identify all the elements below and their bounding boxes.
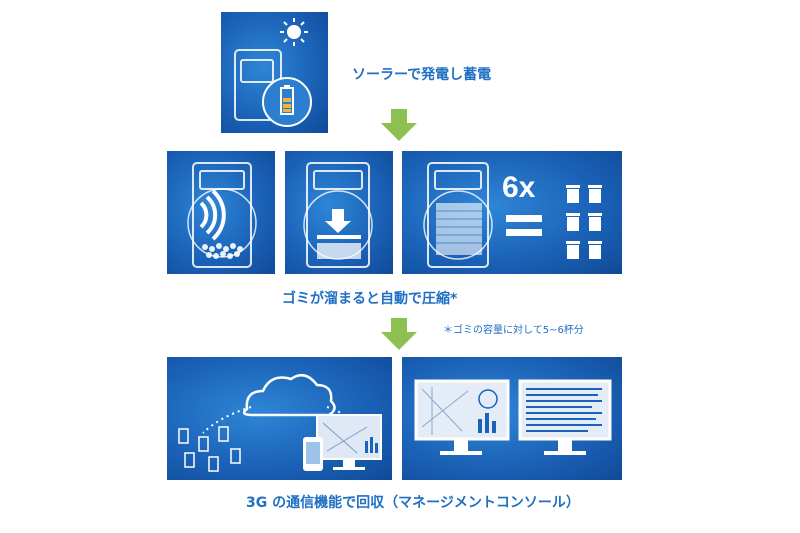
solar-panel-image: [221, 12, 328, 133]
monitor-icon: [518, 379, 612, 455]
down-arrow-icon: [381, 318, 417, 350]
capacity-footnote: ＊ゴミの容量に対して5~6杯分: [443, 325, 584, 336]
capacity-panel-image: 6x: [402, 151, 622, 274]
sun-icon: [280, 18, 308, 46]
step3-caption: 3G の通信機能で回収（マネージメントコンソール）: [246, 495, 580, 511]
bin-icon: [306, 162, 370, 268]
console-panel-image: [402, 357, 622, 480]
sensor-panel-image: [167, 151, 275, 274]
smartphone-icon: [303, 437, 323, 471]
monitor-icon: [316, 414, 382, 470]
wifi-icon: [199, 189, 226, 241]
trash-can-icon: [566, 185, 602, 259]
battery-icon: [262, 77, 312, 127]
multiplier-label: 6x: [502, 171, 536, 204]
monitor-icon: [414, 379, 510, 455]
compress-panel-image: [285, 151, 393, 274]
step1-caption: ソーラーで発電し蓄電: [352, 67, 492, 83]
bin-icon: [178, 426, 241, 472]
bin-icon: [427, 162, 489, 268]
network-panel-image: [167, 357, 392, 480]
down-arrow-icon: [325, 209, 351, 233]
step2-caption: ゴミが溜まると自動で圧縮*: [282, 291, 458, 307]
down-arrow-icon: [381, 109, 417, 141]
cloud-icon: [242, 373, 336, 417]
